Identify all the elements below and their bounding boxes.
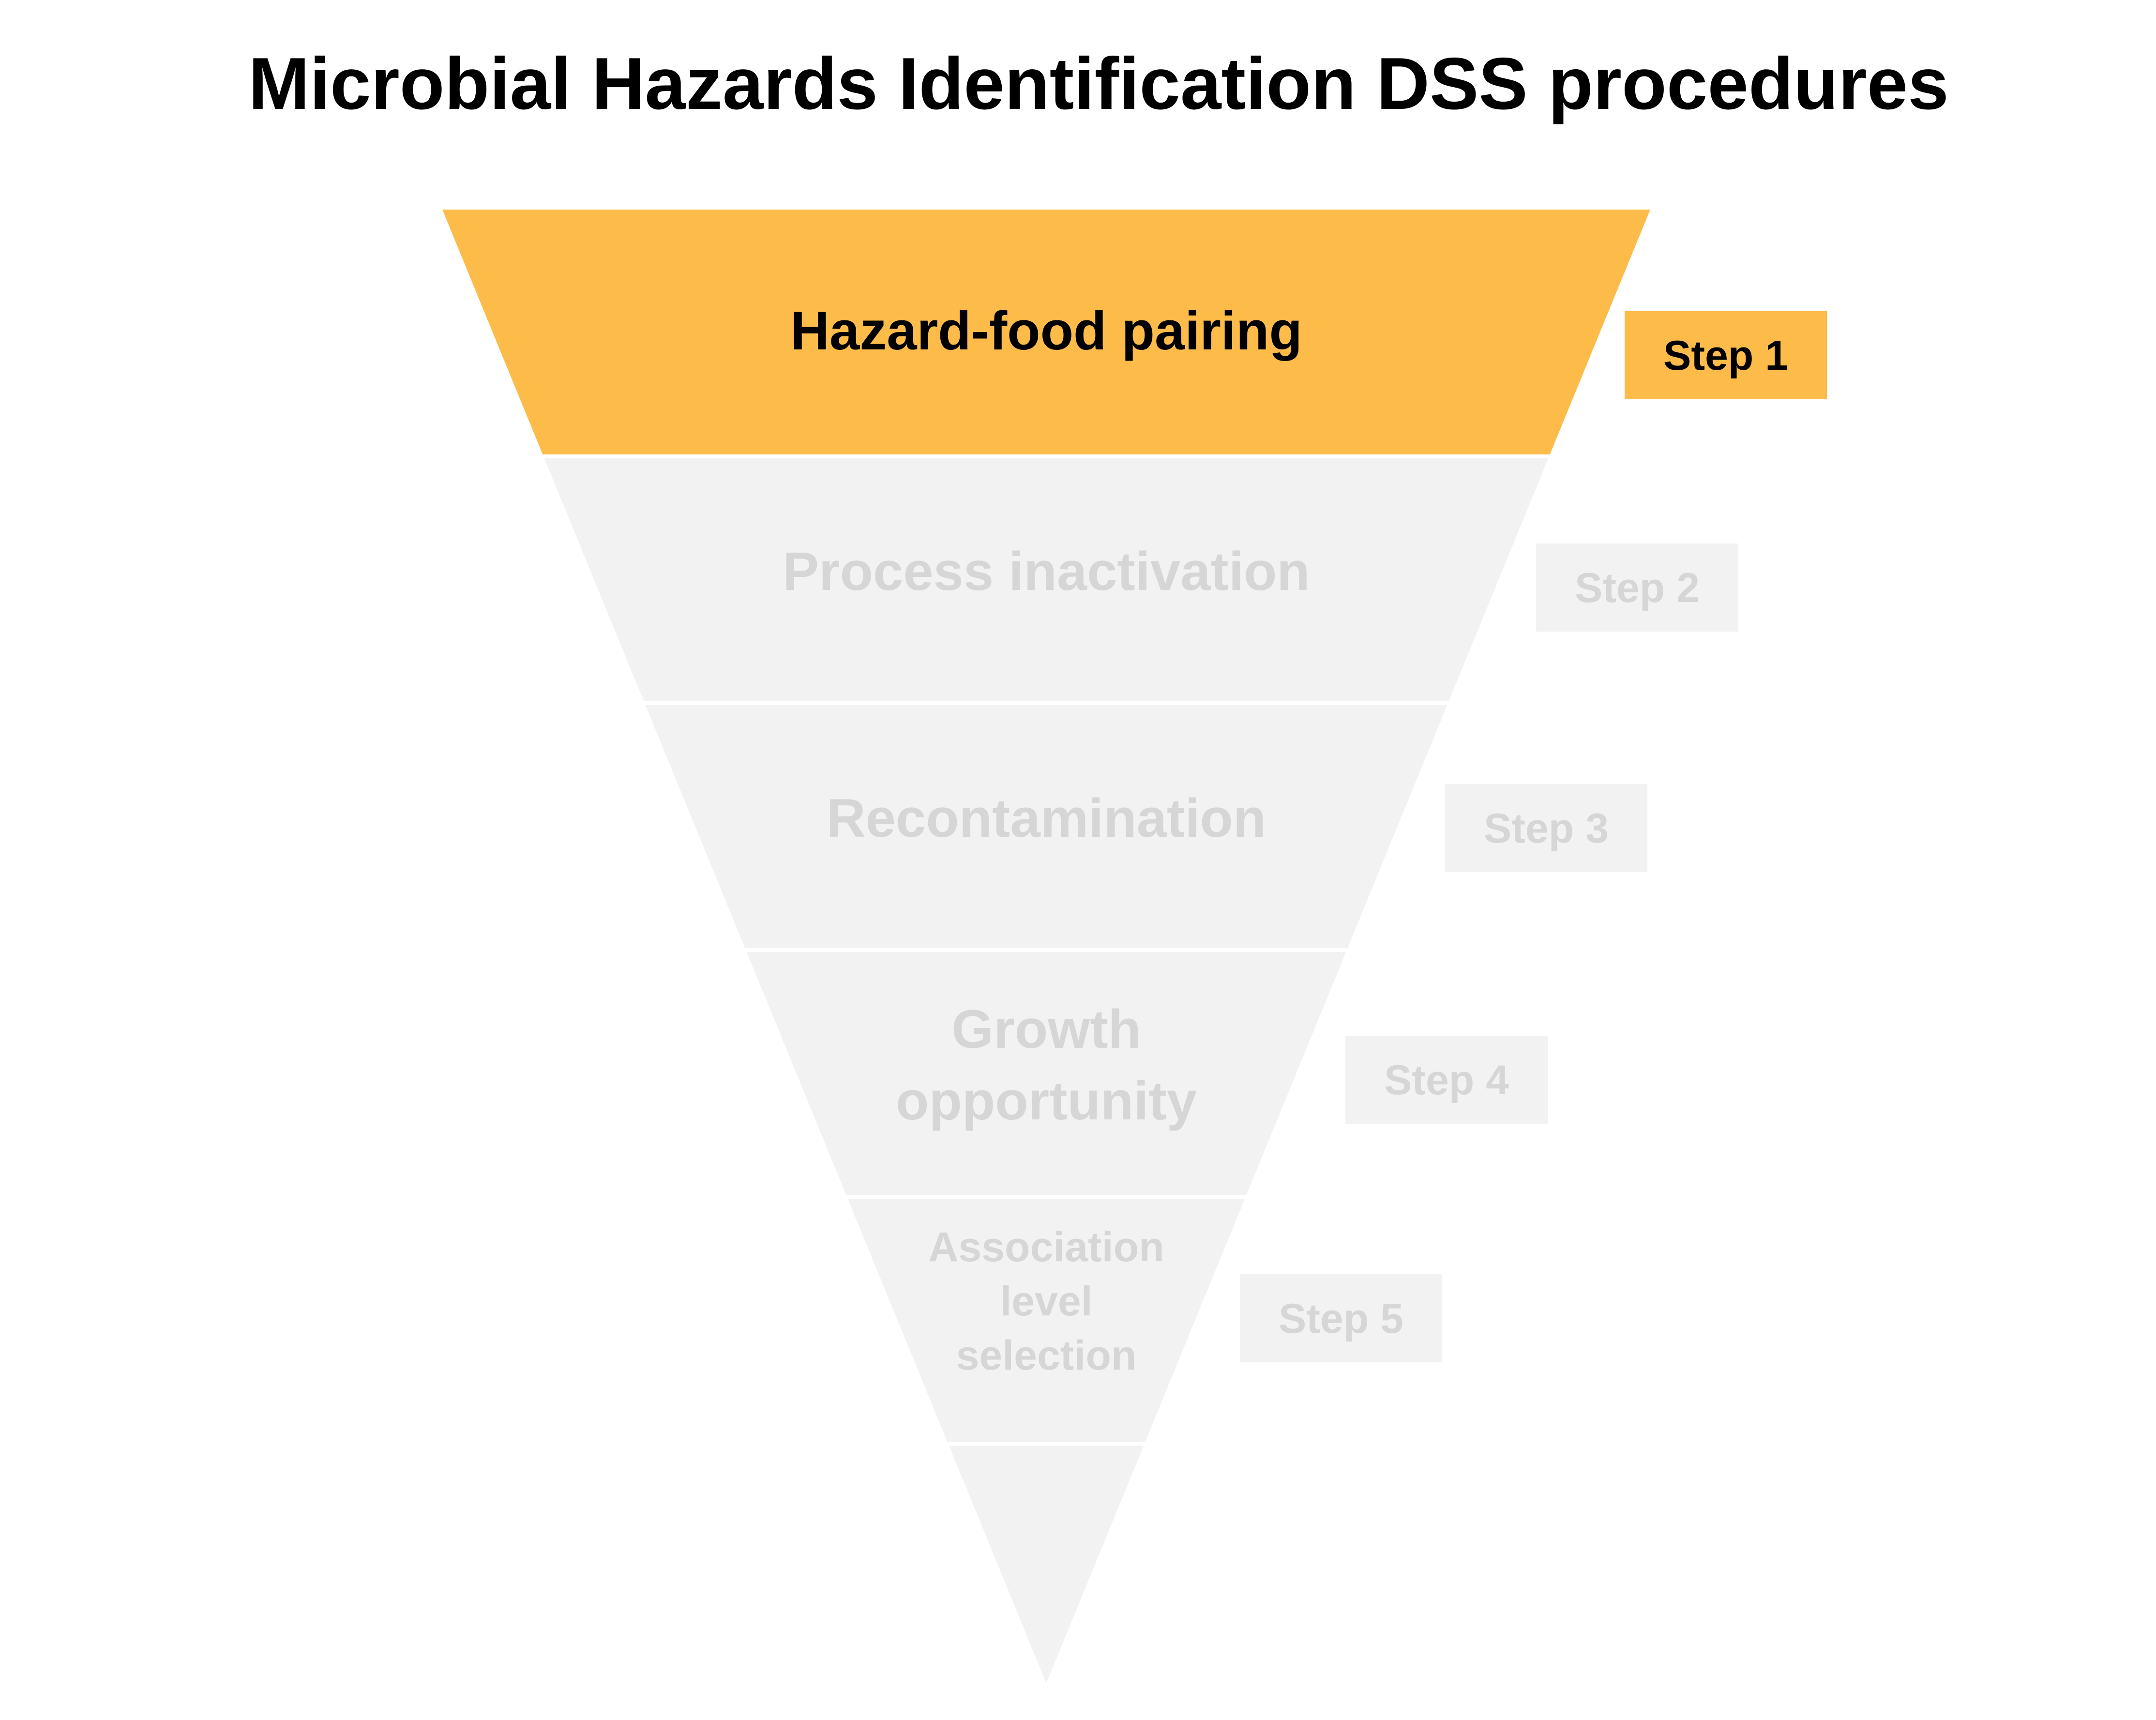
step-badge-label-2: Step 2 <box>1575 565 1700 611</box>
step-badge-2[interactable]: Step 2 <box>1536 543 1738 632</box>
step-badges: Step 1 Step 2 Step 3 Step 4 Step 5 <box>1240 311 1827 1362</box>
step-badge-box-1[interactable] <box>1625 311 1827 399</box>
stage-label-4-line-1: Growth <box>951 999 1141 1059</box>
stage-label-5-line-2: level <box>1000 1278 1092 1325</box>
step-badge-label-1: Step 1 <box>1663 332 1788 379</box>
funnel-stage-1 <box>442 210 1650 454</box>
step-badge-label-5: Step 5 <box>1279 1296 1403 1342</box>
stage-label-5-line-3: selection <box>956 1332 1137 1379</box>
step-badge-box-4[interactable] <box>1345 1036 1548 1124</box>
step-badge-label-3: Step 3 <box>1484 805 1609 852</box>
step-badge-label-4: Step 4 <box>1384 1057 1509 1103</box>
funnel-stage-4 <box>746 952 1346 1195</box>
stage-label-5-line-1: Association <box>928 1224 1164 1270</box>
step-badge-5[interactable]: Step 5 <box>1240 1274 1442 1362</box>
step-badge-1[interactable]: Step 1 <box>1625 311 1827 399</box>
step-badge-box-2[interactable] <box>1536 543 1738 632</box>
stage-label-4-line-2: opportunity <box>896 1071 1197 1131</box>
stage-label-1-line-1: Hazard-food pairing <box>790 301 1302 361</box>
funnel-stage-2 <box>544 458 1549 701</box>
funnel-stage-5 <box>847 1199 1245 1442</box>
stage-label-3-line-1: Recontamination <box>827 788 1266 848</box>
step-badge-box-3[interactable] <box>1445 784 1647 872</box>
page-title: Microbial Hazards Identification DSS pro… <box>248 43 1949 125</box>
stage-label-2-line-1: Process inactivation <box>783 541 1310 602</box>
step-badge-3[interactable]: Step 3 <box>1445 784 1647 872</box>
step-badge-4[interactable]: Step 4 <box>1345 1036 1548 1124</box>
funnel-stage-3 <box>645 705 1447 948</box>
funnel-stage-6 <box>949 1446 1144 1683</box>
step-badge-box-5[interactable] <box>1240 1274 1442 1362</box>
